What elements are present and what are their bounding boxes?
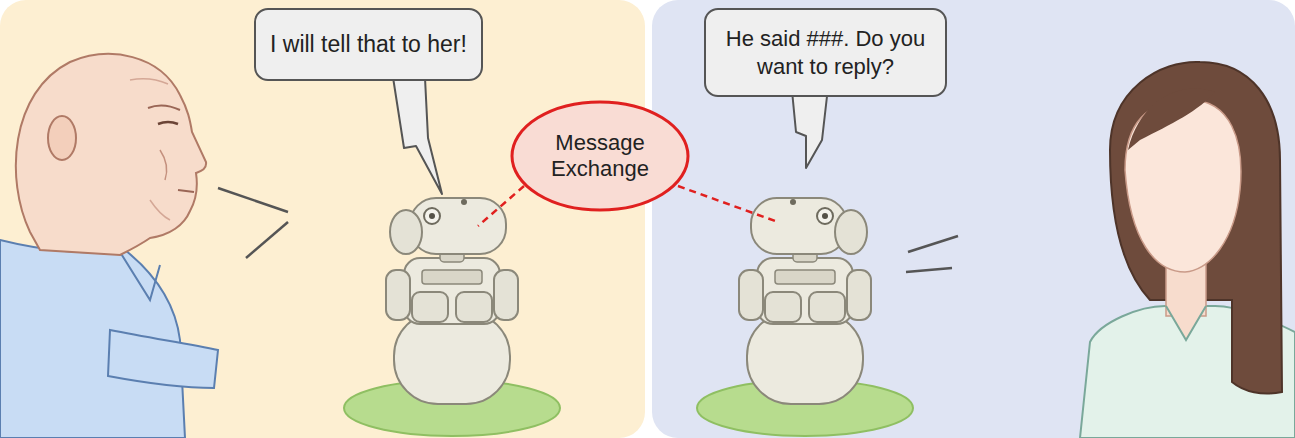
robot-left xyxy=(344,198,560,436)
illustration-part xyxy=(148,105,180,110)
speech-bubble: He said ###. Do you want to reply? xyxy=(704,8,947,97)
illustration-part xyxy=(1128,89,1215,150)
illustration-part xyxy=(1110,62,1282,394)
left-panel xyxy=(0,0,645,438)
illustration-part xyxy=(150,200,170,220)
speech-line xyxy=(246,222,288,258)
dashed-link xyxy=(678,186,778,222)
illustration-part xyxy=(16,54,206,255)
speech-line xyxy=(906,268,952,272)
illustration-part xyxy=(108,330,218,388)
robot-right xyxy=(697,198,913,436)
speech-line xyxy=(218,188,288,212)
illustration-part xyxy=(160,150,167,180)
ellipse-label: Message Exchange xyxy=(538,130,662,183)
illustration-part xyxy=(120,252,160,300)
message-ellipse: Message Exchange xyxy=(510,100,690,212)
illustration-part xyxy=(178,190,194,192)
speech-bubble: I will tell that to her! xyxy=(254,8,483,81)
illustration-part xyxy=(130,79,168,84)
right-panel xyxy=(652,0,1295,438)
illustration-part xyxy=(158,122,178,124)
elderly-man xyxy=(0,54,218,438)
ellipse-shape xyxy=(512,102,688,210)
speech-line xyxy=(908,236,958,252)
speech-text: I will tell that to her! xyxy=(270,30,467,59)
illustration-part xyxy=(1166,306,1206,340)
dashed-link xyxy=(478,186,524,226)
woman xyxy=(1080,62,1295,438)
speech-text: He said ###. Do you want to reply? xyxy=(718,25,933,80)
illustration-part xyxy=(48,116,76,160)
